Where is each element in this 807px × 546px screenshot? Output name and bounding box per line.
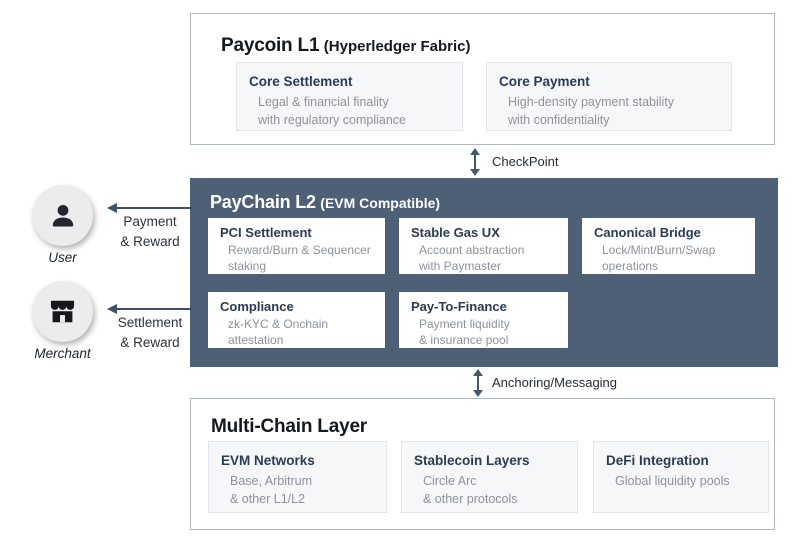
card-pay-to-finance: Pay-To-Finance Payment liquidity & insur… (399, 292, 568, 348)
card-evm-networks: EVM Networks Base, Arbitrum & other L1/L… (208, 441, 387, 513)
card-description-line: Lock/Mint/Burn/Swap (602, 243, 716, 257)
card-stable-gas-ux: Stable Gas UX Account abstraction with P… (399, 218, 568, 274)
paychain-l2-title-sub: (EVM Compatible) (320, 195, 441, 211)
flow-label-line: & Reward (120, 335, 180, 351)
card-description-line: operations (602, 258, 659, 273)
arrow-up-icon (473, 369, 483, 376)
anchoring-messaging-label: Anchoring/Messaging (492, 375, 618, 390)
arrow-up-icon (470, 148, 480, 155)
paychain-l2-title: PayChain L2 (EVM Compatible) (210, 192, 440, 213)
card-title: Pay-To-Finance (411, 299, 507, 314)
card-description: Legal & financial finality with regulato… (249, 94, 450, 129)
card-description-line: Global liquidity pools (615, 474, 730, 488)
card-description: High-density payment stability with conf… (499, 94, 719, 129)
arrow-line (477, 375, 479, 391)
card-description-line: with Paymaster (419, 258, 502, 273)
card-canonical-bridge: Canonical Bridge Lock/Mint/Burn/Swap ope… (582, 218, 755, 274)
arrow-down-icon (473, 390, 483, 397)
card-stablecoin-layers: Stablecoin Layers Circle Arc & other pro… (401, 441, 578, 513)
flow-label-line: Settlement (117, 315, 183, 330)
arrow-line (474, 154, 476, 170)
multi-chain-title: Multi-Chain Layer (211, 416, 367, 438)
card-core-payment: Core Payment High-density payment stabil… (486, 62, 732, 131)
multi-chain-title-main: Multi-Chain Layer (211, 416, 368, 437)
card-title: Compliance (220, 299, 294, 314)
card-pci-settlement: PCI Settlement Reward/Burn & Sequencer s… (208, 218, 385, 274)
arrow-line (116, 207, 192, 209)
paycoin-l1-title-main: Paycoin L1 (221, 35, 320, 56)
card-description-line: Payment liquidity (419, 317, 510, 331)
flow-label-line: & Reward (120, 234, 180, 250)
flow-label-line: Payment (123, 214, 177, 229)
card-core-settlement: Core Settlement Legal & financial finali… (236, 62, 463, 131)
card-title: Core Payment (499, 74, 590, 89)
card-description: Lock/Mint/Burn/Swap operations (594, 243, 743, 274)
card-description-line: Circle Arc (423, 474, 477, 488)
arrow-down-icon (470, 169, 480, 176)
user-icon (52, 204, 73, 226)
payment-reward-arrow-icon (107, 202, 192, 214)
card-title: Stablecoin Layers (414, 453, 530, 468)
arrow-left-icon (107, 203, 117, 213)
user-label: User (48, 250, 77, 265)
card-description-line: & other L1/L2 (230, 491, 306, 506)
paycoin-l1-layer-box: Paycoin L1 (Hyperledger Fabric) Core Set… (190, 13, 775, 145)
card-title: Core Settlement (249, 74, 353, 89)
merchant-avatar (32, 281, 93, 342)
card-description-line: with confidentiality (508, 112, 610, 127)
arrow-line (116, 308, 192, 310)
card-description-line: & insurance pool (419, 332, 509, 347)
arrow-left-icon (107, 304, 117, 314)
card-description: Global liquidity pools (606, 473, 756, 491)
settlement-reward-arrow-icon (107, 303, 192, 315)
card-description-line: High-density payment stability (508, 95, 675, 109)
card-description-line: Base, Arbitrum (230, 474, 312, 488)
card-title: Canonical Bridge (594, 225, 701, 240)
checkpoint-double-arrow-icon (469, 148, 481, 176)
paychain-l2-title-main: PayChain L2 (210, 192, 316, 212)
multi-chain-layer-box: Multi-Chain Layer EVM Networks Base, Arb… (190, 398, 775, 530)
card-description-line: zk-KYC & Onchain (228, 317, 329, 331)
paychain-l2-layer-box: PayChain L2 (EVM Compatible) PCI Settlem… (190, 178, 778, 367)
card-description-line: with regulatory compliance (258, 112, 406, 127)
card-title: Stable Gas UX (411, 225, 500, 240)
checkpoint-label: CheckPoint (492, 154, 559, 169)
user-avatar (32, 185, 93, 246)
card-description: zk-KYC & Onchain attestation (220, 317, 373, 348)
card-description: Account abstraction with Paymaster (411, 243, 556, 274)
paycoin-l1-title: Paycoin L1 (Hyperledger Fabric) (221, 35, 471, 57)
settlement-reward-label: Settlement & Reward (107, 313, 193, 354)
payment-reward-label: Payment & Reward (112, 212, 188, 253)
card-description: Payment liquidity & insurance pool (411, 317, 556, 348)
merchant-label: Merchant (34, 346, 91, 361)
card-description-line: & other protocols (423, 491, 518, 506)
card-description: Reward/Burn & Sequencer staking (220, 243, 373, 274)
card-compliance: Compliance zk-KYC & Onchain attestation (208, 292, 385, 348)
card-description: Base, Arbitrum & other L1/L2 (221, 473, 374, 508)
card-description-line: Reward/Burn & Sequencer (228, 243, 371, 257)
card-title: EVM Networks (221, 453, 315, 468)
card-title: DeFi Integration (606, 453, 709, 468)
card-description-line: staking (228, 258, 267, 273)
card-description-line: Account abstraction (419, 243, 525, 257)
card-description-line: Legal & financial finality (258, 95, 389, 109)
card-title: PCI Settlement (220, 225, 312, 240)
card-description: Circle Arc & other protocols (414, 473, 565, 508)
card-description-line: attestation (228, 332, 284, 347)
paycoin-l1-title-sub: (Hyperledger Fabric) (323, 38, 471, 55)
card-defi-integration: DeFi Integration Global liquidity pools (593, 441, 769, 513)
anchoring-double-arrow-icon (472, 369, 484, 397)
merchant-icon (50, 300, 75, 323)
